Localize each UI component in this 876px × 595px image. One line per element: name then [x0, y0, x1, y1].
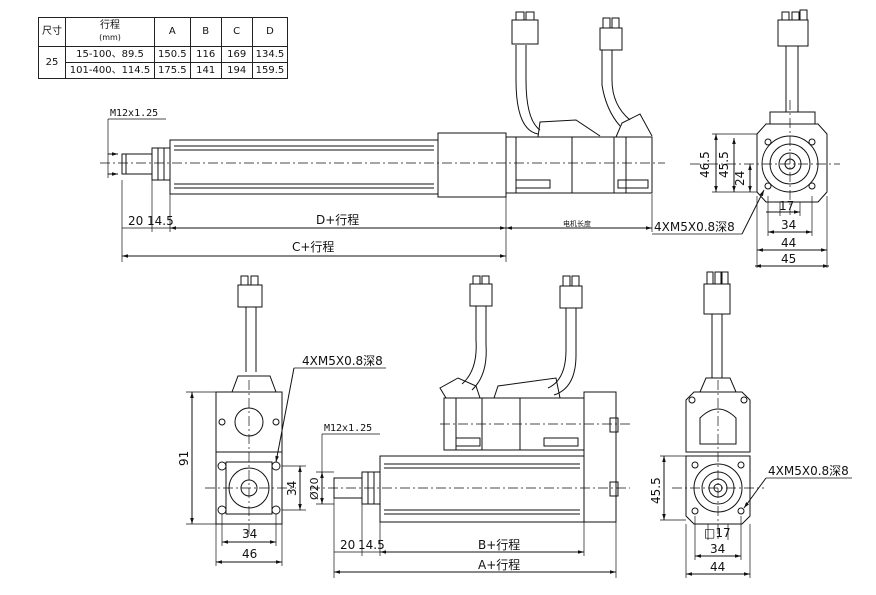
end-block	[584, 392, 616, 522]
cable-left	[526, 45, 540, 130]
dimension-table: 尺寸 行程 (mm) A B C D 25 15-100、89.5 150.5 …	[38, 17, 289, 79]
a-stroke-label: A+行程	[478, 557, 520, 572]
top-end-view: 46.5 45.5 24 17 34 44 45 4XM5X0.8深8	[652, 10, 840, 268]
screw-hole	[809, 139, 815, 145]
motor	[506, 137, 652, 193]
dim-91: 91	[177, 451, 191, 466]
dim-14-5: 14.5	[147, 214, 174, 228]
dim-45: 45	[781, 252, 796, 266]
screw-hole	[765, 183, 771, 189]
thread-label: M12x1.25	[324, 423, 372, 434]
screw-hole	[692, 508, 698, 514]
d-stroke-label: D+行程	[316, 212, 359, 227]
cable-right	[612, 50, 630, 120]
bottom-front-view: 91 34 34 46 4XM5X0.8深8	[177, 276, 386, 566]
screw-label: 4XM5X0.8深8	[654, 220, 735, 234]
motor-length-label: 电机长度	[563, 219, 591, 228]
header-c: C	[220, 17, 253, 47]
diameter-label: Ø20	[308, 477, 321, 500]
screw-hole	[765, 139, 771, 145]
dim-34: 34	[781, 218, 796, 232]
screw-hole	[272, 462, 280, 470]
dim-46-5: 46.5	[698, 151, 712, 178]
bottom-side-view: M12x1.25 Ø20 20 14.5 B+行程 A+行程	[308, 276, 630, 578]
screw-hole	[738, 462, 744, 468]
d-cell: 159.5	[251, 62, 289, 79]
dim-46: 46	[242, 547, 257, 561]
table-row: 101-400、114.5 175.5 141 194 159.5	[39, 62, 289, 79]
dim-17: 17	[779, 199, 794, 213]
thread-label: M12x1.25	[110, 108, 158, 119]
connector-right	[560, 286, 582, 308]
connector-left	[512, 20, 538, 44]
cable-housing-left	[538, 120, 600, 137]
connector-left	[470, 284, 492, 306]
screw-hole	[692, 462, 698, 468]
cable-housing-front	[232, 376, 276, 392]
end-cap	[438, 133, 506, 197]
rod-nut	[362, 472, 380, 504]
header-size: 尺寸	[38, 17, 66, 47]
motor-end-face	[686, 392, 750, 452]
dim-20: 20	[128, 214, 143, 228]
connector-end	[778, 20, 808, 46]
screw-hole	[809, 183, 815, 189]
screw-hole	[272, 506, 280, 514]
header-stroke-unit: (mm)	[99, 33, 121, 42]
table-header-row: 尺寸 行程 (mm) A B C D	[38, 17, 289, 47]
cable-left	[462, 306, 476, 384]
b-stroke-label: B+行程	[478, 537, 520, 552]
actuator-body	[170, 140, 438, 194]
cable-housing-right	[494, 378, 560, 398]
dim-14-5: 14.5	[358, 538, 385, 552]
screw-hole	[218, 506, 226, 514]
connector-right	[600, 28, 622, 50]
screw-hole	[738, 508, 744, 514]
top-side-view: M12x1.25 20 14.5 D+行程 电机长度 C+行程	[100, 12, 665, 262]
dim-44: 44	[710, 560, 725, 574]
cable-right	[548, 308, 566, 388]
c-stroke-label: C+行程	[292, 239, 334, 254]
screw-hole	[218, 462, 226, 470]
dim-34: 34	[710, 542, 725, 556]
dim-45-5: 45.5	[717, 151, 731, 178]
dim-20: 20	[340, 538, 355, 552]
dim-17: □17	[704, 526, 731, 540]
cable-housing-left	[440, 378, 480, 398]
dim-24: 24	[733, 171, 747, 186]
b-cell: 141	[189, 62, 222, 79]
cable-housing-end	[700, 378, 736, 392]
header-stroke-label: 行程	[100, 20, 120, 31]
actuator-body	[380, 456, 584, 522]
cable-housing-right	[616, 114, 652, 137]
screw-label: 4XM5X0.8深8	[302, 354, 383, 368]
connector-end	[704, 284, 730, 314]
d-cell: 134.5	[251, 46, 289, 63]
screw-label: 4XM5X0.8深8	[768, 464, 849, 478]
rod-nut	[152, 148, 170, 180]
dim-34-horizontal: 34	[242, 527, 257, 541]
bottom-end-view: 45.5 □17 34 44 4XM5X0.8深8	[649, 272, 852, 578]
dim-45-5: 45.5	[649, 477, 663, 504]
stroke-cell: 101-400、114.5	[65, 62, 155, 79]
dim-44: 44	[781, 236, 796, 250]
end-flange	[686, 456, 750, 524]
c-cell: 194	[220, 62, 253, 79]
dim-34-vertical: 34	[285, 481, 299, 496]
connector-front	[238, 285, 262, 307]
cable-housing-end	[770, 112, 815, 124]
